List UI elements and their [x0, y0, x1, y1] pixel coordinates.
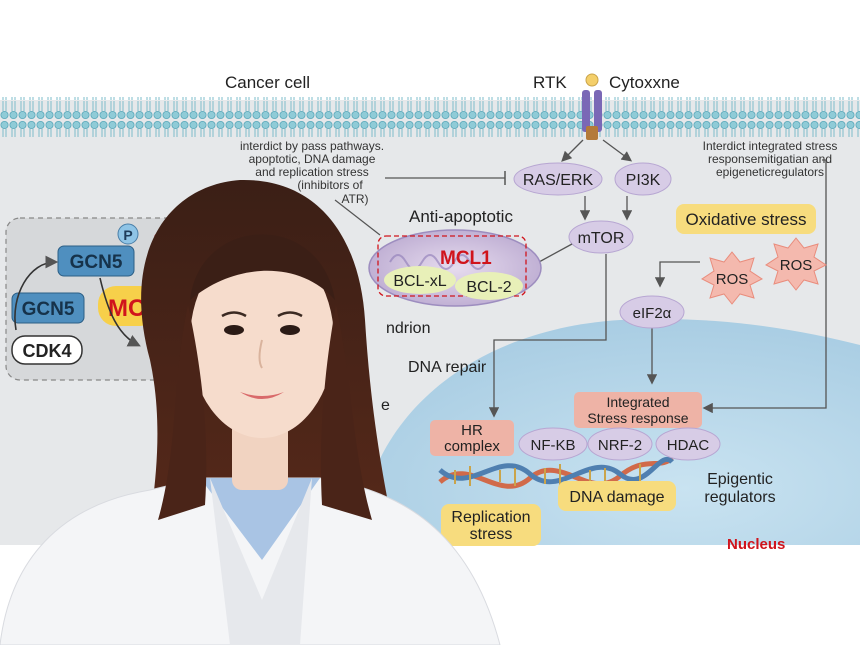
ras-erk-node [513, 162, 603, 196]
phospho-label: P [123, 227, 132, 243]
presenter-portrait [0, 179, 501, 646]
isr-label-line-1: Integrated [606, 394, 669, 410]
replication-label-line-1: Replication [451, 509, 530, 526]
dna-repair-label: DNA repair [408, 359, 487, 376]
bcl-xl-node [384, 266, 456, 294]
anti-apoptotic-box [377, 235, 527, 297]
right-note-line-3: epigeneticregulators [716, 165, 824, 179]
oxidative-stress-label: Oxidative stress [686, 210, 807, 229]
pi3k-node [614, 162, 672, 196]
cdk4-label: CDK4 [22, 341, 71, 361]
nf-kb-node [518, 427, 588, 461]
ros-right-label: ROS [780, 257, 813, 274]
bcl-xl-label: BCL-xL [393, 273, 446, 290]
dna-helix [438, 456, 674, 489]
left-note-line-1: interdict by pass pathways. [240, 139, 384, 153]
rtk-label: RTK [533, 73, 567, 92]
right-note-line-2: responsemitigatian and [708, 152, 832, 166]
right-inhibitor-note: Interdict integrated stress responsemiti… [703, 139, 838, 179]
oxidative-stress-box [676, 204, 816, 234]
bcl-2-node [455, 272, 523, 300]
ros-burst-right [765, 237, 827, 291]
label-fragment-e: e [381, 397, 390, 414]
dna-damage-box [558, 481, 676, 511]
left-note-line-5: ATR) [341, 192, 368, 206]
hdac-label: HDAC [667, 437, 710, 454]
isr-box [574, 392, 702, 428]
ros-burst-left [701, 251, 763, 305]
gcn5-top-label: GCN5 [70, 252, 123, 273]
gcn5-bottom-box [11, 292, 85, 324]
nucleus-label: Nucleus [727, 536, 785, 553]
right-note-line-1: Interdict integrated stress [703, 139, 838, 153]
hr-label-line-2: complex [444, 438, 500, 455]
mtor-node [568, 220, 634, 254]
pi3k-label: PI3K [626, 172, 661, 189]
left-note-line-3: and replication stress [255, 165, 368, 179]
mcl1-badge-label: MC [108, 295, 145, 322]
cancer-cell-label: Cancer cell [225, 73, 310, 92]
nf-kb-label: NF-KB [531, 437, 576, 454]
hr-label-line-1: HR [461, 422, 483, 439]
eif2a-node [619, 295, 685, 329]
eif2a-label: eIF2α [633, 305, 672, 322]
replication-stress-box [441, 504, 541, 546]
nrf-2-label: NRF-2 [598, 437, 642, 454]
mtor-label: mTOR [578, 230, 625, 247]
isr-label-line-2: Stress response [587, 410, 688, 426]
mitochondrion-label-fragment: ndrion [386, 320, 430, 337]
nrf-2-node [587, 427, 653, 461]
cdk4-box [11, 335, 83, 365]
left-note-line-4: (inhibitors of [297, 178, 363, 192]
cdk4-to-gcn5-arrow [14, 255, 59, 331]
hdac-node [655, 427, 721, 461]
cell-membrane [0, 97, 860, 137]
cytokine-label: Cytoxxne [609, 73, 680, 92]
replication-label-line-2: stress [470, 526, 513, 543]
left-note-line-2: apoptotic, DNA damage [249, 152, 376, 166]
gcn5-bottom-label: GCN5 [22, 299, 75, 320]
gcn5-to-mcl1-arrow [99, 277, 141, 347]
left-inhibitor-note: interdict by pass pathways. apoptotic, D… [240, 139, 384, 206]
ros-left-label: ROS [716, 271, 749, 288]
mcl1-label: MCL1 [440, 248, 492, 269]
rtk-receptor-icon [582, 73, 602, 140]
mito-inhibition-line [334, 199, 381, 236]
ras-erk-label: RAS/ERK [523, 172, 594, 189]
dna-damage-label: DNA damage [569, 489, 664, 506]
mito-cristae [389, 254, 487, 270]
anti-apoptotic-label: Anti-apoptotic [409, 207, 513, 226]
bcl-2-label: BCL-2 [466, 279, 511, 296]
epigentic-label-line-1: Epigentic [707, 471, 773, 488]
hr-complex-box [430, 420, 514, 456]
phospho-badge [117, 223, 139, 245]
epigentic-label-line-2: regulators [704, 489, 775, 506]
